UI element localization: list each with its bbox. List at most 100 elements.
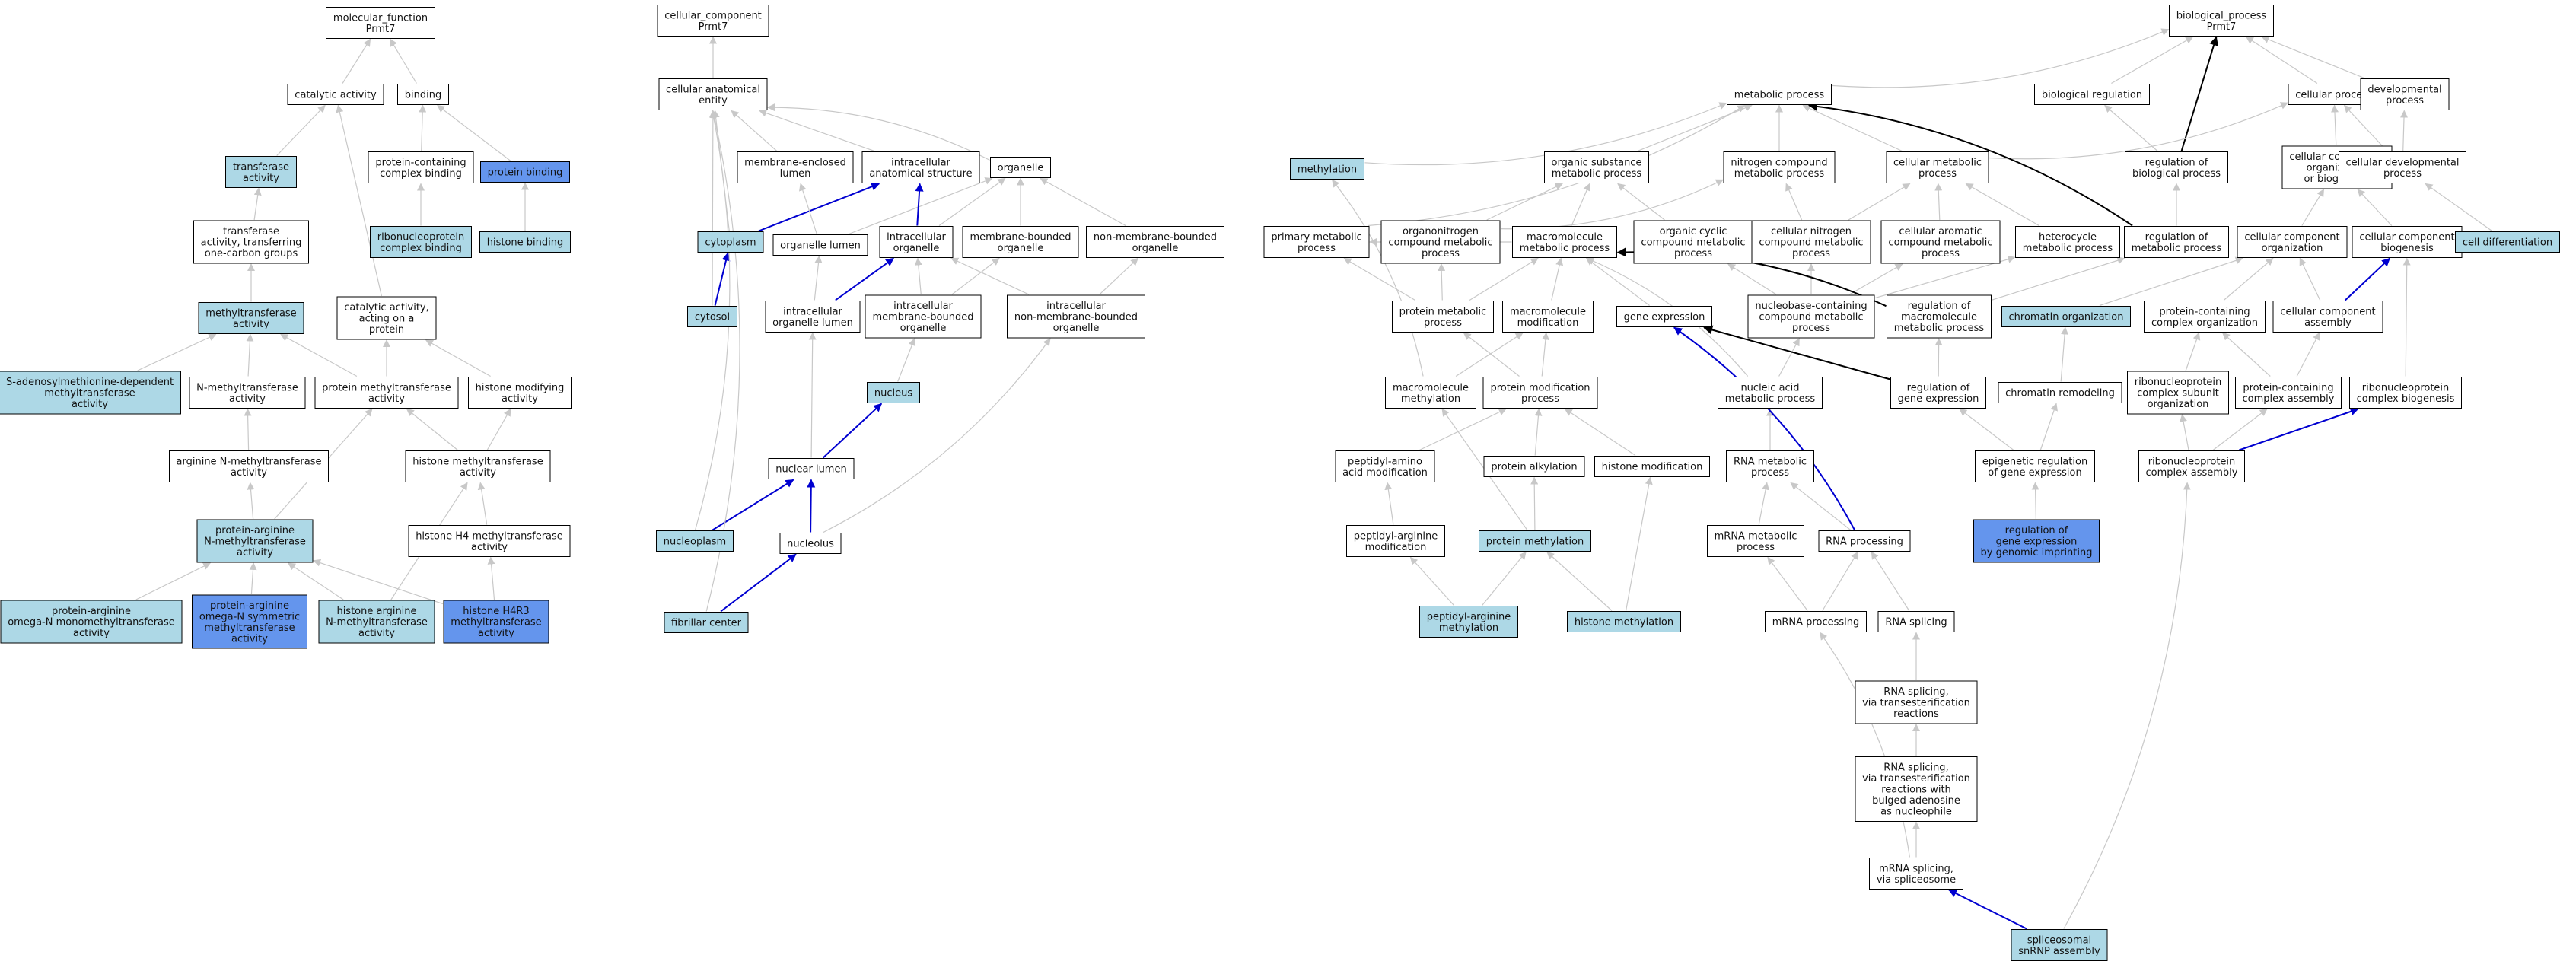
go-term-node-hargmt[interactable]: histone arginineN-methyltransferaseactiv…	[318, 600, 435, 644]
go-term-node-nuclumen[interactable]: nuclear lumen	[768, 458, 855, 479]
go-term-node-cytoplasm[interactable]: cytoplasm	[697, 231, 764, 253]
go-term-node-sam[interactable]: S-adenosylmethionine-dependentmethyltran…	[0, 371, 181, 415]
go-term-node-protmeth[interactable]: protein methylation	[1479, 530, 1591, 552]
go-term-node-orglumen[interactable]: organelle lumen	[772, 234, 868, 256]
go-term-node-inmbo[interactable]: intracellularnon-membrane-boundedorganel…	[1007, 294, 1145, 339]
go-term-node-binding[interactable]: binding	[397, 84, 449, 105]
go-term-node-catalytic[interactable]: catalytic activity	[287, 84, 384, 105]
go-term-node-methylation[interactable]: methylation	[1290, 158, 1364, 180]
go-term-node-chromrem[interactable]: chromatin remodeling	[1998, 382, 2122, 403]
go-term-node-rnasplice[interactable]: RNA splicing	[1877, 611, 1955, 632]
go-term-node-protbind[interactable]: protein binding	[480, 161, 570, 183]
go-term-node-rnaproc[interactable]: RNA processing	[1818, 530, 1911, 552]
go-term-node-celldiff[interactable]: cell differentiation	[2455, 231, 2560, 253]
go-term-node-rnasplte[interactable]: RNA splicing,via transesterificationreac…	[1855, 680, 1978, 724]
go-term-node-mrnasplice[interactable]: mRNA splicing,via spliceosome	[1869, 858, 1963, 890]
go-term-node-histmeth[interactable]: histone methylation	[1567, 611, 1681, 632]
go-term-node-nucleoplasm[interactable]: nucleoplasm	[656, 530, 734, 552]
go-term-node-bioreg[interactable]: biological regulation	[2034, 84, 2150, 105]
node-label: activity	[460, 467, 496, 479]
go-term-node-geneexp[interactable]: gene expression	[1616, 306, 1712, 327]
go-term-node-protalk[interactable]: protein alkylation	[1483, 456, 1585, 477]
go-term-node-cytosol[interactable]: cytosol	[687, 306, 737, 327]
node-box	[865, 294, 982, 339]
go-term-node-metab[interactable]: metabolic process	[1727, 84, 1832, 105]
go-term-node-chromorg[interactable]: chromatin organization	[2001, 306, 2131, 327]
go-term-node-rnasplbulged[interactable]: RNA splicing,via transesterificationreac…	[1855, 756, 1978, 822]
go-term-node-fibc[interactable]: fibrillar center	[664, 612, 749, 633]
go-term-node-histbind[interactable]: histone binding	[479, 231, 571, 253]
go-term-node-organelle[interactable]: organelle	[990, 157, 1051, 178]
go-term-node-histmod[interactable]: histone modification	[1594, 456, 1710, 477]
go-term-node-nucleus[interactable]: nucleus	[867, 382, 920, 403]
go-term-node-nucleolus[interactable]: nucleolus	[779, 533, 842, 554]
go-term-node-mrnaproc[interactable]: mRNA processing	[1765, 611, 1867, 632]
go-term-node-parnmt[interactable]: protein-arginineN-methyltransferaseactiv…	[196, 519, 314, 563]
